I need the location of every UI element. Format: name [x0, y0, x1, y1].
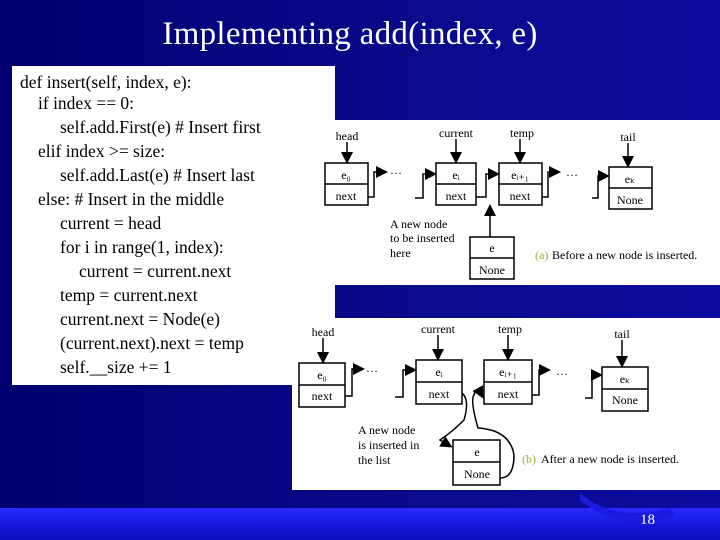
next-label: next [510, 189, 531, 203]
code-line: self.add.Last(e) # Insert last [60, 165, 255, 185]
next-label: next [312, 389, 333, 403]
footer-band [0, 508, 720, 540]
code-line: current = head [60, 213, 162, 233]
tail-label: tail [620, 130, 636, 144]
none-label: None [464, 467, 490, 481]
code-line: temp = current.next [60, 285, 198, 305]
tail-label: tail [614, 327, 630, 341]
current-label: current [421, 322, 456, 336]
node-e: e [489, 241, 494, 255]
ellipsis: … [556, 364, 568, 378]
note-line: A new node [358, 423, 415, 437]
node-ek: eₖ [620, 372, 630, 386]
node-ek: eₖ [625, 172, 635, 186]
none-label: None [617, 193, 643, 207]
code-line: def insert(self, index, e): [20, 72, 192, 92]
next-label: next [498, 387, 519, 401]
next-label: next [336, 189, 357, 203]
page-number: 18 [640, 512, 655, 528]
caption-tag: (b) [522, 452, 536, 466]
next-label: next [429, 387, 450, 401]
node-e0: e₀ [317, 368, 327, 382]
code-line: self.add.First(e) # Insert first [60, 117, 261, 137]
swoosh-decoration [580, 493, 675, 522]
code-line: if index == 0: [38, 93, 135, 113]
code-line: elif index >= size: [38, 141, 166, 161]
code-line: (current.next).next = temp [60, 333, 244, 353]
node-ei1: eᵢ₊₁ [499, 365, 517, 379]
note-line: to be inserted [390, 231, 455, 245]
head-label: head [336, 129, 359, 143]
temp-label: temp [510, 126, 534, 140]
node-ei: eᵢ [452, 168, 459, 182]
code-line: else: # Insert in the middle [38, 189, 225, 209]
caption-tag: (a) [535, 248, 548, 262]
code-line: current.next = Node(e) [60, 309, 221, 329]
node-e0: e₀ [341, 168, 351, 182]
ellipsis: … [566, 165, 578, 179]
caption: Before a new node is inserted. [552, 248, 697, 262]
ellipsis: … [366, 361, 378, 375]
temp-label: temp [498, 322, 522, 336]
current-label: current [439, 126, 474, 140]
head-label: head [312, 325, 335, 339]
node-ei: eᵢ [435, 365, 442, 379]
none-label: None [479, 263, 505, 277]
caption: After a new node is inserted. [541, 452, 679, 466]
node-e: e [474, 445, 479, 459]
note-line: the list [358, 453, 391, 467]
note-line: here [390, 246, 411, 260]
ellipsis: … [390, 163, 402, 177]
note-line: is inserted in [358, 438, 419, 452]
note-line: A new node [390, 217, 447, 231]
code-line: current = current.next [79, 261, 232, 281]
none-label: None [612, 393, 638, 407]
slide-title: Implementing add(index, e) [162, 16, 538, 52]
code-line: for i in range(1, index): [60, 237, 224, 257]
code-block: def insert(self, index, e): if index == … [12, 66, 335, 385]
code-line: self.__size += 1 [60, 357, 172, 377]
next-label: next [446, 189, 467, 203]
node-ei1: eᵢ₊₁ [511, 168, 529, 182]
